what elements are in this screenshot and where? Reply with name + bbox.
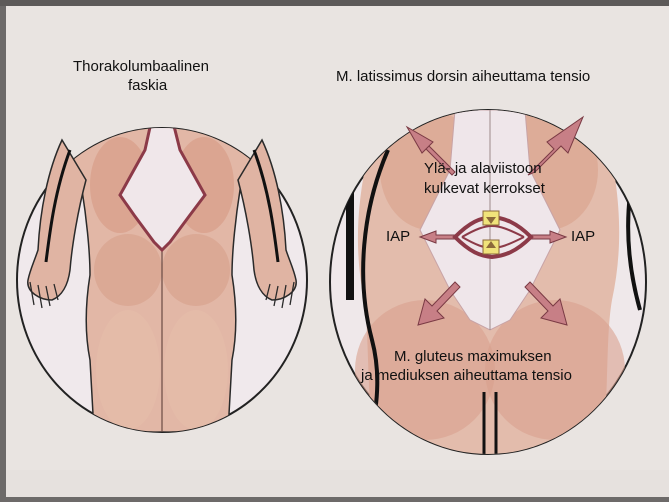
- center-label-line2: kulkevat kerrokset: [424, 180, 545, 197]
- left-title-line2: faskia: [128, 77, 167, 94]
- iap-label-left: IAP: [386, 228, 410, 245]
- bottom-label-line1: M. gluteus maximuksen: [394, 348, 552, 365]
- iap-label-right: IAP: [571, 228, 595, 245]
- page-bottom-band: [6, 470, 669, 497]
- right-title: M. latissimus dorsin aiheuttama tensio: [336, 68, 590, 85]
- left-circle-figure: [17, 118, 307, 432]
- thigh-left: [96, 310, 160, 430]
- thigh-right: [164, 310, 228, 430]
- left-title-line1: Thorakolumbaalinen: [73, 58, 209, 75]
- gluteus-left: [94, 234, 162, 306]
- gluteus-right: [162, 234, 230, 306]
- bottom-label-line2: ja mediuksen aiheuttama tensio: [361, 367, 572, 384]
- left-edge-bar: [346, 190, 354, 300]
- center-label-line1: Ylä- ja alaviistoon: [424, 160, 542, 177]
- page-shadow-edge: [0, 0, 669, 6]
